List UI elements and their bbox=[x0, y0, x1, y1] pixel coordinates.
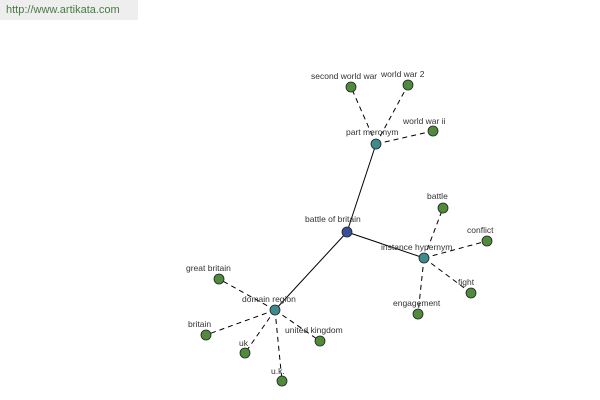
node-battle-of-britain[interactable] bbox=[341, 226, 353, 238]
node-conflict[interactable] bbox=[481, 235, 493, 247]
edge-instance-hypernym-engagement bbox=[417, 257, 425, 315]
node-engagement[interactable] bbox=[412, 308, 424, 320]
edge-domain-region-uk bbox=[244, 309, 276, 354]
edge-domain-region-u-k bbox=[274, 309, 283, 382]
edge-instance-hypernym-conflict bbox=[423, 240, 488, 259]
node-world-war-ii[interactable] bbox=[427, 125, 439, 137]
edge-part-meronym-world-war-2 bbox=[375, 84, 409, 145]
label-united-kingdom[interactable]: united kingdom bbox=[285, 325, 343, 335]
label-world-war-ii[interactable]: world war ii bbox=[402, 116, 446, 126]
node-united-kingdom[interactable] bbox=[314, 335, 326, 347]
node-britain[interactable] bbox=[200, 329, 212, 341]
site-url-link[interactable]: http://www.artikata.com bbox=[0, 0, 138, 20]
label-world-war-2[interactable]: world war 2 bbox=[380, 69, 425, 79]
node-domain-region[interactable] bbox=[269, 304, 281, 316]
label-engagement[interactable]: engagement bbox=[393, 298, 441, 308]
node-u-k[interactable] bbox=[276, 375, 288, 387]
graph-edges bbox=[205, 84, 488, 382]
label-second-world-war[interactable]: second world war bbox=[311, 71, 377, 81]
graph-nodes bbox=[200, 79, 493, 387]
edge-part-meronym-second-world-war bbox=[350, 86, 377, 145]
node-fight[interactable] bbox=[465, 287, 477, 299]
label-britain[interactable]: britain bbox=[188, 319, 211, 329]
node-world-war-2[interactable] bbox=[402, 79, 414, 91]
label-uk[interactable]: uk bbox=[239, 338, 249, 348]
label-domain-region[interactable]: domain region bbox=[242, 294, 296, 304]
edge-battle-of-britain-domain-region bbox=[274, 231, 348, 311]
edge-battle-of-britain-part-meronym bbox=[346, 143, 377, 233]
label-instance-hypernym[interactable]: instance hypernym bbox=[381, 242, 452, 252]
node-second-world-war[interactable] bbox=[345, 81, 357, 93]
label-fight[interactable]: fight bbox=[458, 277, 475, 287]
label-u-k[interactable]: u.k. bbox=[271, 366, 285, 376]
label-conflict[interactable]: conflict bbox=[467, 225, 494, 235]
graph-labels: battle of britain part meronym second worl… bbox=[186, 69, 494, 376]
node-part-meronym[interactable] bbox=[370, 138, 382, 150]
node-instance-hypernym[interactable] bbox=[418, 252, 430, 264]
label-part-meronym[interactable]: part meronym bbox=[346, 127, 398, 137]
node-great-britain[interactable] bbox=[213, 273, 225, 285]
label-great-britain[interactable]: great britain bbox=[186, 263, 231, 273]
edge-instance-hypernym-fight bbox=[423, 257, 472, 294]
edge-battle-of-britain-instance-hypernym bbox=[346, 231, 425, 259]
edge-domain-region-britain bbox=[205, 309, 276, 336]
edge-domain-region-united-kingdom bbox=[274, 309, 321, 342]
edge-domain-region-great-britain bbox=[218, 278, 276, 311]
node-battle[interactable] bbox=[437, 202, 449, 214]
label-battle-of-britain[interactable]: battle of britain bbox=[305, 214, 361, 224]
node-uk[interactable] bbox=[239, 347, 251, 359]
edge-part-meronym-world-war-ii bbox=[375, 130, 434, 145]
label-battle[interactable]: battle bbox=[427, 191, 448, 201]
